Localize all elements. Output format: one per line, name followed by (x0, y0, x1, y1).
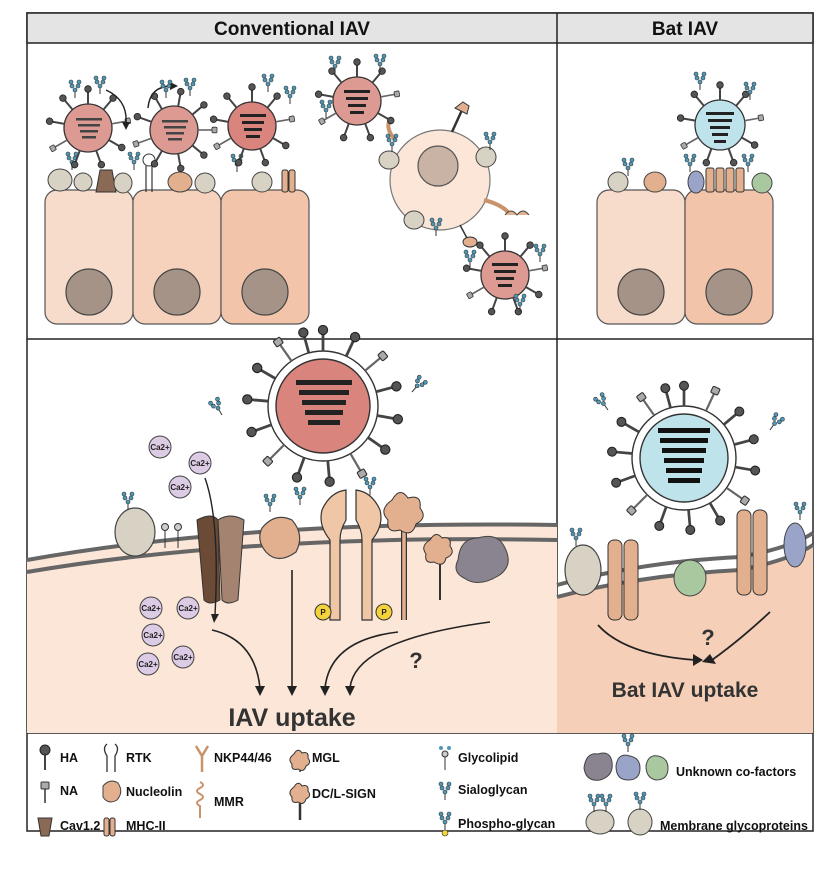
legend-item-phospho: Phospho-glycan (438, 811, 555, 837)
svg-text:Unknown co-factors: Unknown co-factors (676, 765, 796, 779)
svg-text:NKP44/46: NKP44/46 (214, 751, 272, 765)
svg-text:Sialoglycan: Sialoglycan (458, 783, 527, 797)
legend-item-sialoglycan: Sialoglycan (438, 781, 527, 801)
rotation-arrow-icon (105, 89, 127, 125)
svg-text:Cav1.2: Cav1.2 (60, 819, 100, 833)
uptake-arrows-bat (597, 611, 771, 661)
legend-item-glycolipid: Glycolipid (439, 746, 518, 770)
legend-item-mgl: MGL (289, 749, 340, 772)
svg-text:HA: HA (60, 751, 78, 765)
svg-text:Glycolipid: Glycolipid (458, 751, 518, 765)
bat-iav-uptake-label: Bat IAV uptake (612, 679, 759, 702)
epithelial-cells-bat (596, 153, 774, 325)
virus-small (131, 86, 218, 174)
header-conventional: Conventional IAV (214, 19, 370, 40)
virus-small-bat (675, 80, 765, 168)
unknown-pathway-mark: ? (409, 648, 422, 673)
svg-text:Ca2+: Ca2+ (173, 653, 193, 662)
virus-small (313, 57, 401, 143)
nucleus-icon (65, 268, 113, 316)
mgl-receptor (383, 492, 453, 620)
svg-text:Ca2+: Ca2+ (150, 443, 170, 452)
legend-item-dcsign: DC/L-SIGN (289, 782, 376, 820)
svg-text:Ca2+: Ca2+ (170, 483, 190, 492)
legend-item-cav: Cav1.2 (37, 817, 100, 837)
iav-uptake-label: IAV uptake (228, 704, 355, 732)
svg-text:NA: NA (60, 784, 78, 798)
cav12-channel (196, 477, 245, 623)
legend-item-mmr: MMR (196, 781, 244, 818)
phospho-icon (314, 603, 332, 621)
svg-text:MGL: MGL (312, 751, 340, 765)
nucleus-icon (417, 145, 459, 187)
virus-large (240, 323, 405, 489)
legend-item-mhc: MHC-II (103, 817, 166, 837)
legend-item-ha: HA (39, 744, 78, 770)
surface-receptors-top-left (47, 151, 296, 194)
virus-large-bat (605, 379, 762, 537)
nucleus-icon (705, 268, 753, 316)
legend-item-nkp: NKP44/46 (194, 745, 272, 772)
svg-text:MMR: MMR (214, 795, 244, 809)
header-bat: Bat IAV (652, 19, 718, 40)
svg-text:P: P (320, 608, 326, 617)
calcium-ions-outside: Ca2+ Ca2+ Ca2+ (148, 435, 212, 499)
nucleus-icon (153, 268, 201, 316)
svg-text:RTK: RTK (126, 751, 152, 765)
svg-text:Phospho-glycan: Phospho-glycan (458, 817, 555, 831)
legend: HA NA Cav1.2 RTK Nucleolin MHC-II NKP44/… (37, 733, 808, 837)
unknown-cofactor (455, 535, 509, 583)
legend-item-cofactors: Unknown co-factors (583, 733, 796, 781)
legend-item-na: NA (40, 781, 78, 803)
panel-frames (26, 12, 814, 832)
nucleolin (259, 493, 301, 560)
phospho-icon (375, 603, 393, 621)
glycoprotein (114, 491, 156, 557)
svg-text:Ca2+: Ca2+ (190, 459, 210, 468)
svg-text:DC/L-SIGN: DC/L-SIGN (312, 787, 376, 801)
virus-small (44, 84, 132, 170)
svg-text:MHC-II: MHC-II (126, 819, 166, 833)
uptake-arrows-conventional (211, 570, 491, 689)
nucleus-icon (241, 268, 289, 316)
svg-text:Nucleolin: Nucleolin (126, 785, 182, 799)
svg-text:P: P (381, 608, 387, 617)
rtk-receptor: P P (314, 489, 393, 621)
glycolipid (161, 523, 182, 548)
legend-item-glycoproteins: Membrane glycoproteins (585, 791, 808, 836)
legend-item-nucleolin: Nucleolin (102, 780, 182, 803)
legend-item-rtk: RTK (103, 743, 152, 772)
epithelial-cells-conventional (44, 189, 310, 325)
membrane-bat (556, 501, 815, 733)
svg-text:Membrane glycoproteins: Membrane glycoproteins (660, 819, 808, 833)
svg-text:Ca2+: Ca2+ (138, 660, 158, 669)
nucleus-icon (617, 268, 665, 316)
svg-text:Ca2+: Ca2+ (143, 631, 163, 640)
calcium-ions-inside: Ca2+ Ca2+ Ca2+ Ca2+ Ca2+ (136, 596, 200, 676)
virus-small (461, 231, 549, 317)
header-bar (26, 12, 814, 44)
svg-text:Ca2+: Ca2+ (141, 604, 161, 613)
svg-text:Ca2+: Ca2+ (178, 604, 198, 613)
virus-small (208, 82, 296, 168)
unknown-pathway-mark-bat: ? (701, 625, 714, 650)
immune-cell (378, 101, 530, 248)
